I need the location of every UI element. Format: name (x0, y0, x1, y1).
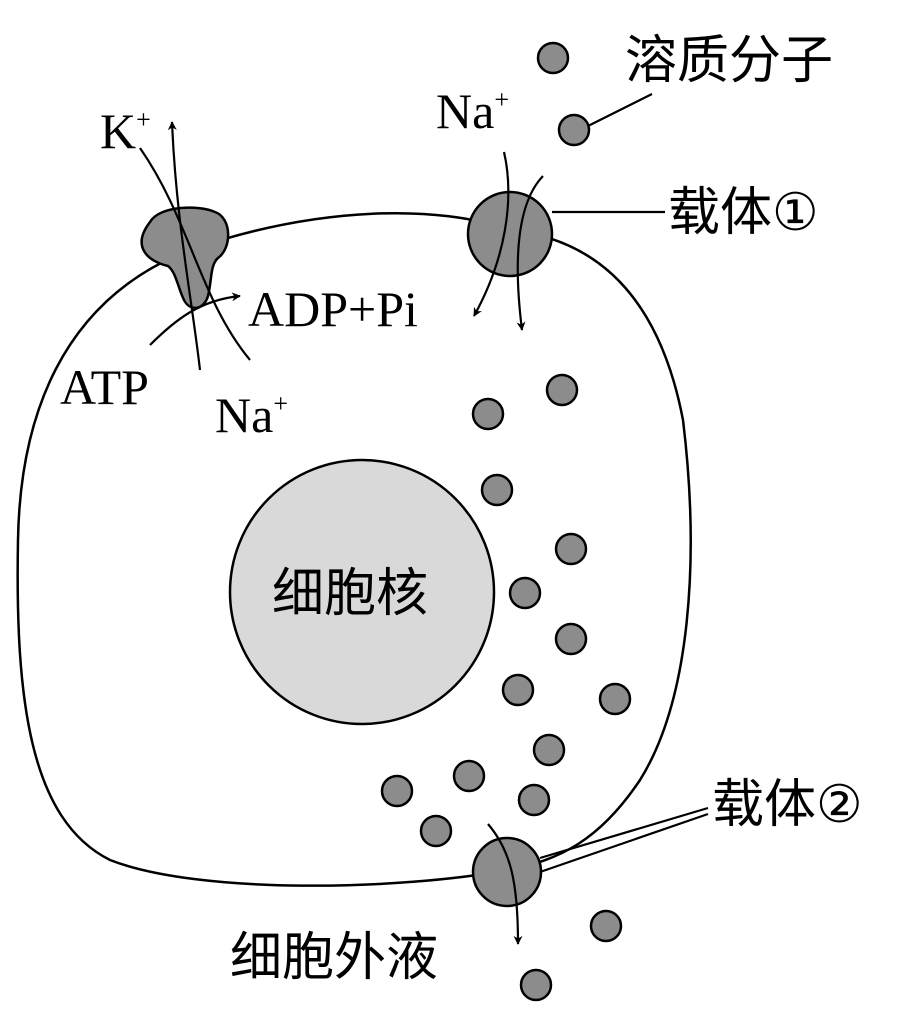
solute-molecule (557, 113, 591, 147)
solute-molecule (519, 968, 553, 1002)
adp-pi-label: ADP+Pi (248, 281, 418, 337)
carrier-1-na-arrow (473, 151, 510, 317)
solute-molecule (545, 373, 579, 407)
carrier-2-arrow (487, 823, 523, 945)
carrier-2-leader-b (539, 812, 709, 874)
solute-molecule (501, 673, 535, 707)
solute-leader (585, 93, 653, 128)
carrier-1-solute-arrow (516, 175, 544, 331)
atp-adp-arrow (149, 292, 241, 346)
solute-molecule (471, 397, 505, 431)
solute-molecule (598, 682, 632, 716)
carrier-2-leader-a (539, 806, 709, 860)
na-bottom-label: Na+ (215, 387, 288, 443)
na-pump-curve (139, 147, 251, 361)
carrier-2-label: 载体② (712, 775, 863, 835)
k-ion-arrow (167, 121, 202, 371)
solute-molecule (480, 473, 514, 507)
solute-label: 溶质分子 (625, 31, 833, 91)
solute-molecule (554, 622, 588, 656)
solute-molecules (380, 41, 632, 1002)
atp-label: ATP (60, 359, 149, 415)
carrier-2 (471, 836, 543, 908)
solute-molecule (589, 909, 623, 943)
solute-molecule (452, 759, 486, 793)
carrier-1 (466, 190, 554, 278)
solute-molecule (536, 41, 570, 75)
solute-molecule (508, 576, 542, 610)
extracellular-label: 细胞外液 (230, 928, 438, 988)
solute-molecule (419, 814, 453, 848)
nucleus-label: 细胞核 (272, 564, 428, 624)
solute-molecule (554, 532, 588, 566)
na-top-label: Na+ (436, 83, 509, 139)
solute-molecule (532, 733, 566, 767)
carrier-1-label: 载体① (668, 183, 819, 243)
k-ion-label: K+ (100, 103, 151, 159)
solute-molecule (517, 783, 551, 817)
solute-molecule (380, 774, 414, 808)
nucleus (228, 458, 496, 726)
